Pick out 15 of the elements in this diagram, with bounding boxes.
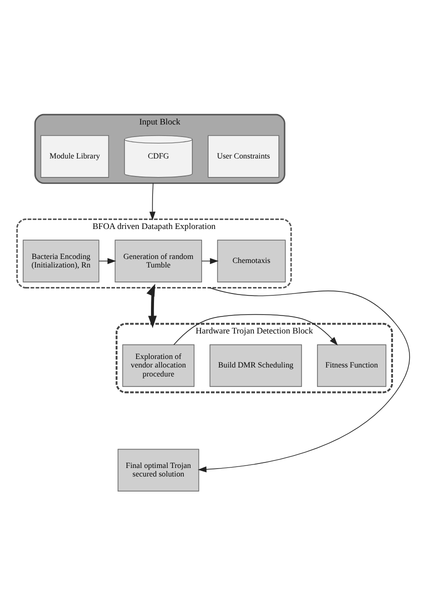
arrow bbox=[149, 182, 156, 220]
node-box: User Constraints bbox=[208, 135, 280, 178]
node-box: Build DMR Scheduling bbox=[210, 344, 302, 387]
node-box: Generation of random Tumble bbox=[114, 240, 202, 282]
arrow bbox=[146, 284, 157, 328]
arrow bbox=[98, 258, 116, 264]
node-box: Chemotaxis bbox=[217, 240, 286, 282]
arrow bbox=[198, 287, 410, 472]
node-box: Bacteria Encoding (Initialization), Rn bbox=[22, 240, 100, 282]
node-box: Exploration of vendor allocation procedure bbox=[122, 344, 194, 387]
node-box: Module Library bbox=[40, 135, 109, 178]
arrow bbox=[201, 258, 219, 264]
node-box: Final optimal Trojan secured solution bbox=[118, 448, 200, 492]
arrow bbox=[173, 314, 338, 346]
node-box: Fitness Function bbox=[317, 344, 386, 387]
